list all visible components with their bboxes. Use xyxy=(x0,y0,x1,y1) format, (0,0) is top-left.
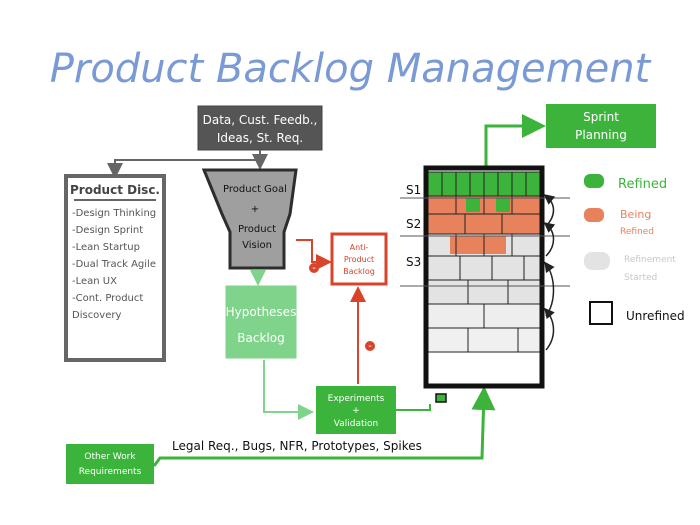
legend-swatch-unrefined xyxy=(589,301,613,325)
experiments-line-2: + xyxy=(352,406,360,416)
anti-product-backlog-box: Anti- Product Backlog xyxy=(330,232,388,286)
backlog-row xyxy=(427,351,541,385)
backlog-frame xyxy=(423,165,545,389)
sprint-planning-line-2: Planning xyxy=(575,128,627,142)
other-work-items: Legal Req., Bugs, NFR, Prototypes, Spike… xyxy=(172,439,422,453)
funnel-line-1: Product Goal xyxy=(223,184,287,195)
minus-marker-top-text: - xyxy=(312,263,316,274)
backlog-row xyxy=(427,213,541,235)
product-goal-funnel: Product Goal + Product Vision xyxy=(201,168,298,270)
hypotheses-backlog-box: Hypotheses Backlog xyxy=(225,285,297,359)
inputs-box: Data, Cust. Feedb., Ideas, St. Req. xyxy=(197,105,323,151)
experiments-line-3: Validation xyxy=(334,419,378,429)
sprint-label-2: S2 xyxy=(406,217,421,231)
funnel-line-2: + xyxy=(251,204,259,215)
funnel-line-4: Vision xyxy=(242,240,272,251)
backlog-row xyxy=(427,327,541,353)
legend-swatch-refinement-started xyxy=(584,252,610,270)
product-disc-item: -Dual Track Agile xyxy=(72,259,156,270)
experiments-line-1: Experiments xyxy=(328,394,385,404)
experiments-to-backlog-arrow xyxy=(396,404,431,411)
funnel-to-anti-arrow xyxy=(296,239,332,270)
sprint-label-1: S1 xyxy=(406,183,421,197)
refine-loop-4 xyxy=(544,307,555,351)
other-work-to-backlog-arrow xyxy=(152,386,496,467)
other-work-box: Other Work Requirements xyxy=(66,444,154,484)
sprint-label-3: S3 xyxy=(406,255,421,269)
legend-being-refined-line-1: Being xyxy=(620,208,651,221)
product-backlog-grid xyxy=(423,165,545,403)
diagram-title: Product Backlog Management xyxy=(50,46,652,92)
inputs-line-2: Ideas, St. Req. xyxy=(217,131,303,145)
product-disc-item: Discovery xyxy=(72,310,121,321)
experiments-validation-box: Experiments + Validation xyxy=(316,386,396,434)
anti-line-3: Backlog xyxy=(343,267,375,276)
anti-line-1: Anti- xyxy=(350,243,369,252)
refine-loop-3 xyxy=(544,261,555,317)
anti-line-2: Product xyxy=(344,255,374,264)
legend-swatch-being-refined xyxy=(584,208,604,222)
minus-marker-bottom xyxy=(365,341,375,351)
product-disc-item: -Design Thinking xyxy=(72,208,156,219)
refine-loop-2 xyxy=(543,222,556,257)
legend: Refined Being Refined Refinement Started… xyxy=(584,174,685,325)
backlog-to-sprint-arrow xyxy=(484,114,546,168)
legend-unrefined-label: Unrefined xyxy=(626,309,685,323)
legend-refined-label: Refined xyxy=(618,177,667,192)
other-work-line-1: Other Work xyxy=(84,452,136,462)
product-disc-item: -Cont. Product xyxy=(72,293,143,304)
other-work-line-2: Requirements xyxy=(79,467,142,477)
legend-being-refined-line-2: Refined xyxy=(620,227,654,237)
refine-loop-1 xyxy=(543,194,556,227)
sprint-planning-line-1: Sprint xyxy=(583,110,619,124)
product-disc-item: -Lean Startup xyxy=(72,242,140,253)
sprint-planning-box: Sprint Planning xyxy=(546,104,656,148)
legend-swatch-refined xyxy=(584,174,604,188)
legend-refinement-started-line-1: Refinement xyxy=(624,255,676,265)
funnel-line-3: Product xyxy=(238,224,276,235)
product-disc-item: -Design Sprint xyxy=(72,225,143,236)
hypotheses-line-1: Hypotheses xyxy=(226,305,297,319)
backlog-small-item xyxy=(435,393,447,403)
product-disc-item: -Lean UX xyxy=(72,276,117,287)
backlog-item-highlight xyxy=(496,198,510,212)
backlog-row xyxy=(427,255,541,281)
inputs-line-1: Data, Cust. Feedb., xyxy=(203,113,318,127)
hypotheses-to-experiments-arrow xyxy=(263,360,314,420)
minus-marker-top xyxy=(309,263,319,273)
legend-refinement-started-line-2: Started xyxy=(624,273,657,283)
backlog-item-highlight xyxy=(450,236,506,254)
backlog-item-highlight xyxy=(466,198,480,212)
backlog-row xyxy=(427,279,541,305)
product-discovery-box: Product Disc. -Design Thinking -Design Sp… xyxy=(64,174,166,362)
hypotheses-line-2: Backlog xyxy=(237,331,284,345)
product-disc-heading: Product Disc. xyxy=(70,183,160,197)
minus-marker-bottom-text: - xyxy=(368,341,372,352)
sprint-boundaries xyxy=(400,197,570,287)
